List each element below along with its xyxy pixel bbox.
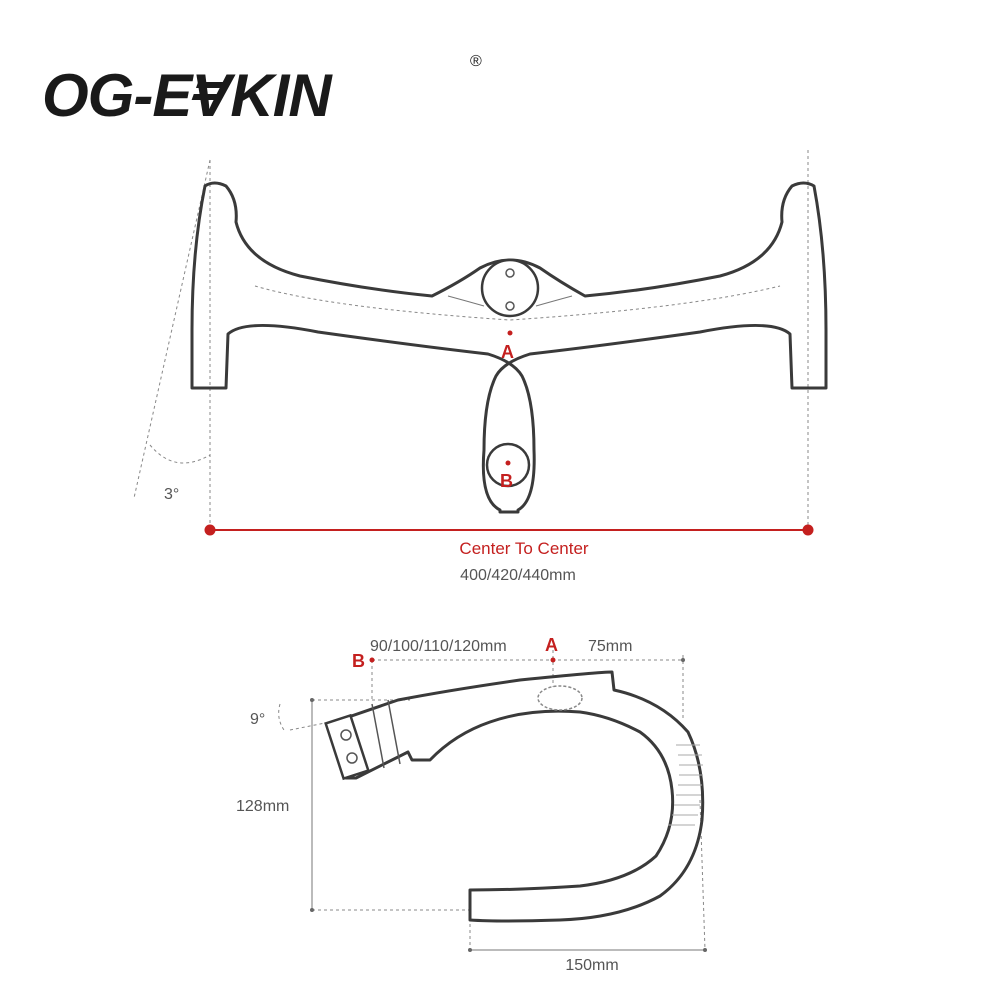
registered-mark: ®: [470, 53, 482, 70]
bolt-icon: [346, 752, 358, 764]
angle: 9°: [250, 711, 265, 728]
width-endpoint: [204, 524, 216, 536]
width-label: Center To Center: [459, 539, 588, 558]
bolt-icon: [505, 268, 515, 278]
drop-hatching: [668, 744, 703, 826]
point-b-marker: [505, 460, 511, 466]
depth: 150mm: [565, 957, 618, 974]
drop: 128mm: [236, 798, 289, 815]
top-point-b: B: [500, 471, 513, 491]
side-point-b: B: [352, 651, 365, 671]
width-values: 400/420/440mm: [460, 567, 576, 584]
bolt-icon: [340, 729, 352, 741]
brand-name: OG-EVKIN: [42, 62, 333, 129]
stem-faceplate: [480, 258, 540, 318]
handlebar-top-outline: [190, 181, 828, 514]
bar-clamp: [537, 685, 583, 711]
brand-logo: OG-EVKIN ®: [42, 53, 482, 129]
side-view: B A 90/100/110/120mm 75mm 9° 128mm 150mm: [236, 635, 707, 974]
point-a-marker: [507, 330, 513, 336]
stem-length: 90/100/110/120mm: [370, 638, 507, 655]
top-view: A B 3° Center To Center 400/420/440mm: [133, 150, 828, 584]
stem-clamp: [324, 713, 370, 781]
side-point-a: A: [545, 635, 558, 655]
bolt-icon: [505, 301, 515, 311]
handlebar-side-outline: [332, 670, 705, 923]
point-b-marker: [369, 657, 375, 663]
point-a-marker: [550, 657, 556, 663]
reach: 75mm: [588, 638, 632, 655]
width-endpoint: [802, 524, 814, 536]
flare-angle: 3°: [164, 486, 179, 503]
top-point-a: A: [501, 342, 514, 362]
